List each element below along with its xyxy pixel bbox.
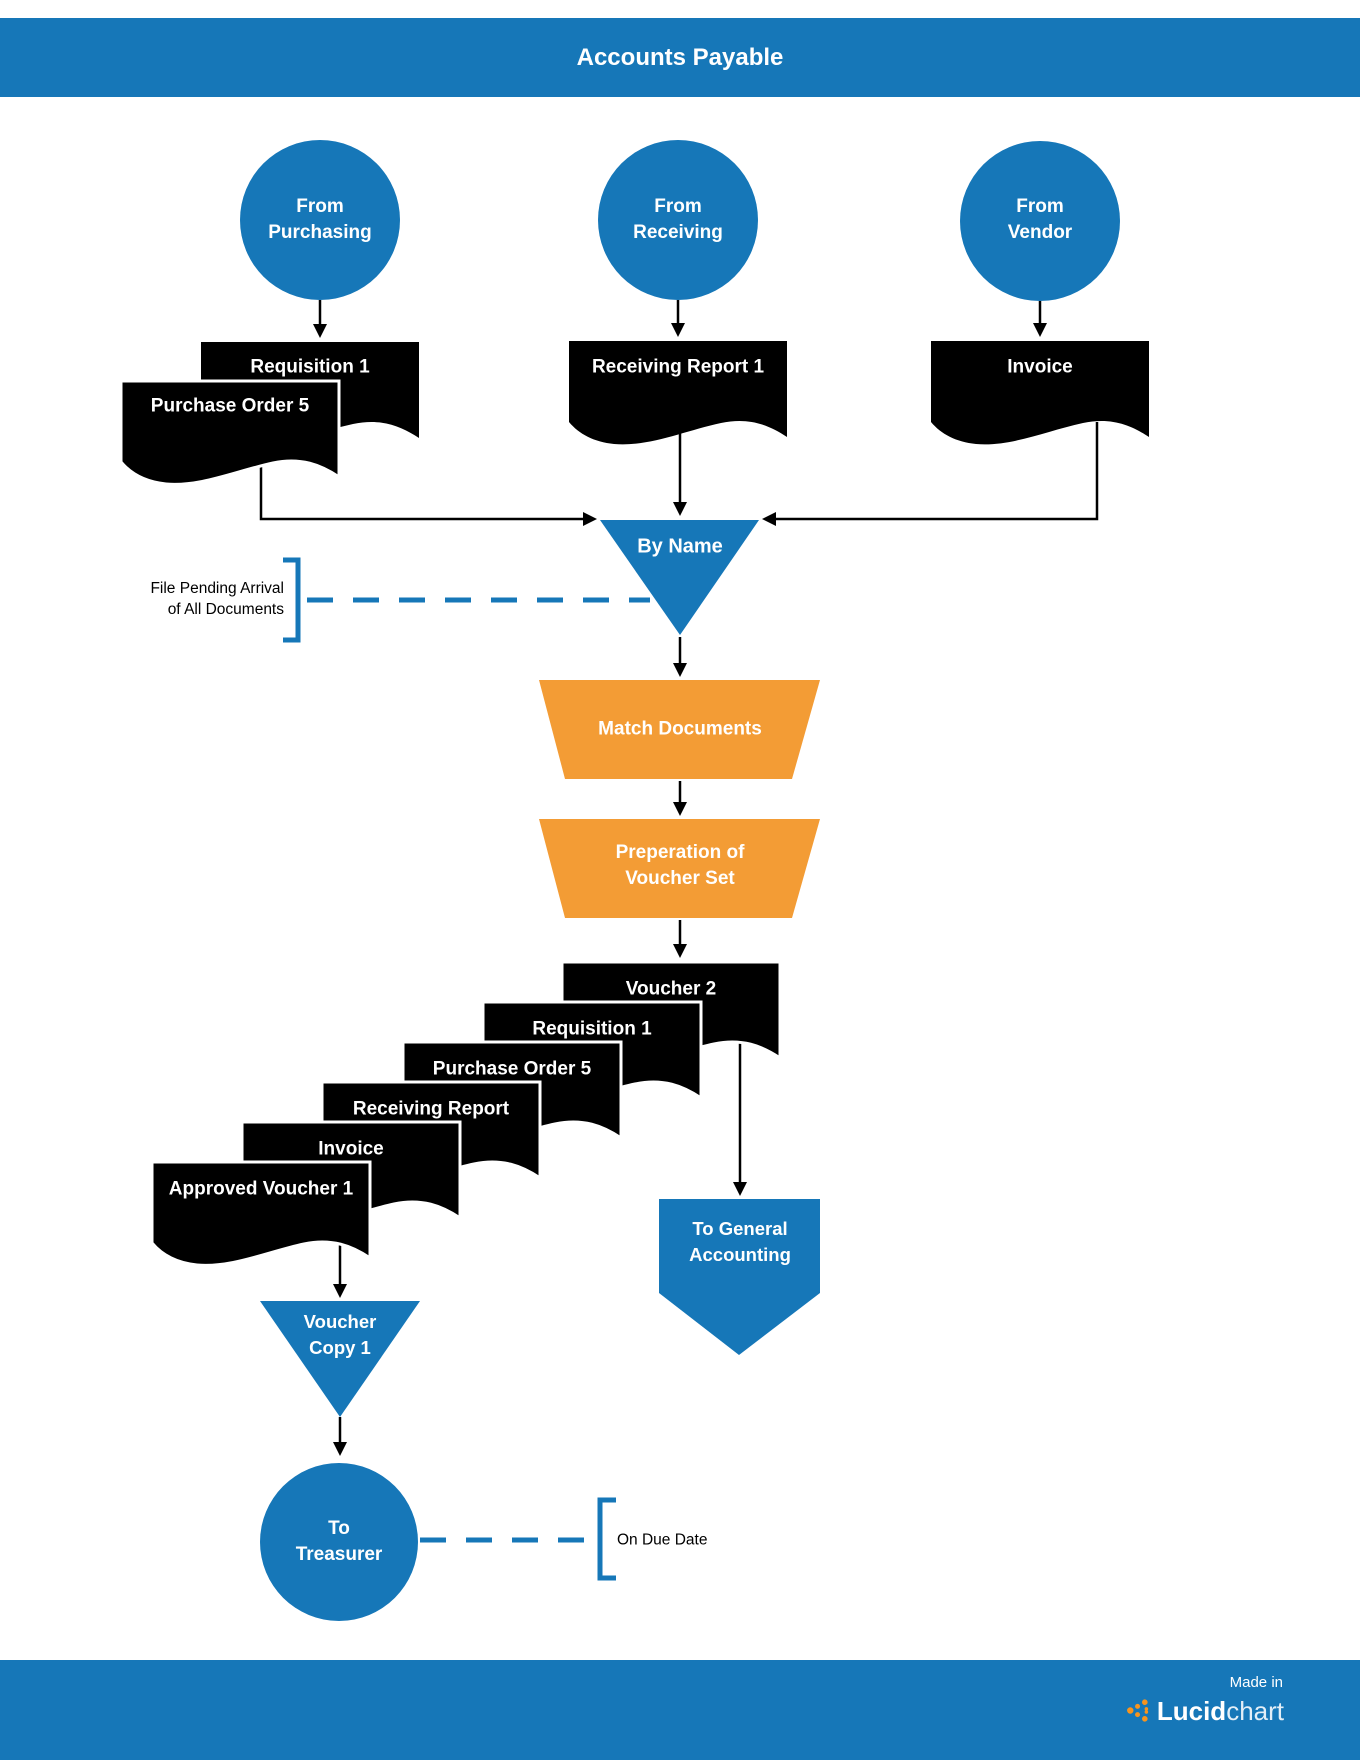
on-due-date-note: On Due Date <box>617 1531 708 1549</box>
brand-text: Lucidchart <box>1157 1698 1284 1724</box>
brand-bold-text: Lucid <box>1156 1695 1227 1726</box>
to-treasurer-circle <box>260 1463 418 1621</box>
stack-invoice-label: Invoice <box>318 1138 384 1160</box>
voucher-copy-triangle <box>260 1301 420 1417</box>
left-bracket-icon <box>283 557 301 643</box>
stack-requisition-label: Requisition 1 <box>532 1018 652 1040</box>
arrowhead-down-icon <box>673 944 687 958</box>
brand-light-text: chart <box>1226 1695 1284 1726</box>
purchase-order-5-label: Purchase Order 5 <box>150 395 310 417</box>
to-general-accounting-pentagon <box>659 1199 820 1355</box>
annotation-graphics <box>283 557 650 1581</box>
connectors <box>259 300 1099 1456</box>
footer-bar: Made in Lucidchart <box>0 1660 1360 1760</box>
approved-voucher-label: Approved Voucher 1 <box>168 1178 354 1200</box>
to-general-accounting-label: To General Accounting <box>689 1218 791 1265</box>
from-receiving-circle <box>598 140 758 300</box>
right-bracket-icon <box>597 1497 616 1581</box>
receiving-report-1-label: Receiving Report 1 <box>591 356 765 378</box>
arrowhead-down-icon <box>671 323 685 337</box>
stack-purchase-order-label: Purchase Order 5 <box>432 1058 592 1080</box>
arrowhead-left-icon <box>762 512 776 526</box>
arrowhead-down-icon <box>673 502 687 516</box>
arrowhead-down-icon <box>673 663 687 677</box>
connector-invoice-byname <box>776 422 1099 521</box>
arrowhead-down-icon <box>333 1284 347 1298</box>
receiving-report-1-document <box>569 341 787 445</box>
requisition-1-label: Requisition 1 <box>250 356 370 378</box>
approved-voucher-1-document <box>150 1160 372 1267</box>
arrowhead-right-icon <box>583 512 597 526</box>
from-purchasing-circle <box>240 140 400 300</box>
by-name-triangle <box>600 520 759 635</box>
nodes <box>119 140 1149 1621</box>
arrowhead-down-icon <box>673 802 687 816</box>
invoice-document <box>931 341 1149 445</box>
from-vendor-label: From Vendor <box>1007 196 1073 243</box>
page-title: Accounts Payable <box>576 43 784 71</box>
match-documents-label: Match Documents <box>598 718 762 740</box>
lucidchart-logo: Lucidchart <box>1123 1697 1284 1724</box>
from-vendor-circle <box>960 141 1120 301</box>
preparation-voucher-label: Preperation of Voucher Set <box>615 842 745 889</box>
from-receiving-label: From Receiving <box>633 196 723 243</box>
purchase-order-5-document <box>119 379 341 486</box>
by-name-label: By Name <box>637 535 723 558</box>
title-banner: Accounts Payable <box>0 18 1360 97</box>
preparation-voucher-trapezoid <box>539 819 820 918</box>
arrowhead-down-icon <box>1033 323 1047 337</box>
to-treasurer-label: To Treasurer <box>295 1518 383 1565</box>
from-purchasing-label: From Purchasing <box>268 196 372 243</box>
file-pending-note: File Pending Arrival of All Documents <box>150 580 284 618</box>
arrowhead-down-icon <box>313 324 327 338</box>
connector-purchaseorder-byname <box>259 452 583 521</box>
lucidchart-icon <box>1126 1699 1148 1722</box>
match-documents-trapezoid <box>539 680 820 779</box>
voucher-2-label: Voucher 2 <box>625 978 717 1000</box>
invoice-label: Invoice <box>1007 356 1073 378</box>
made-in-label: Made in <box>1229 1674 1283 1691</box>
voucher-copy-label: Voucher Copy 1 <box>303 1311 377 1358</box>
arrowhead-down-icon <box>333 1442 347 1456</box>
stack-receiving-report-label: Receiving Report <box>352 1098 510 1120</box>
arrowhead-down-icon <box>733 1182 747 1196</box>
